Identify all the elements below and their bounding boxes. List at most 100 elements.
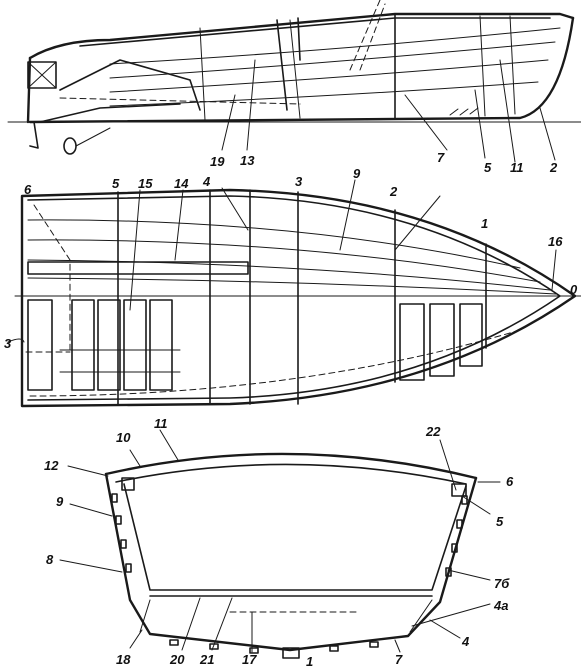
side-frame (479, 15, 486, 117)
plan-leader-3b (7, 338, 25, 343)
leader-4a (411, 603, 491, 627)
label-9-plan: 9 (353, 166, 361, 181)
prop-strut (75, 127, 111, 147)
leader-22 (439, 439, 457, 491)
label-3-left: 3 (4, 336, 12, 351)
plan-dashed (25, 204, 71, 353)
label-22: 22 (425, 424, 441, 439)
keel-hatch (449, 107, 479, 116)
label-10: 10 (116, 430, 131, 445)
label-6-section: 6 (506, 474, 514, 489)
leader-9 (69, 503, 113, 517)
leader-11 (159, 429, 179, 461)
plan-leader-9 (339, 179, 356, 251)
label-2-side: 2 (549, 160, 558, 175)
side-frame (509, 15, 516, 115)
engine-shaft (59, 59, 201, 111)
section-keel (282, 647, 300, 659)
plan-leader-19 (221, 187, 249, 231)
label-12: 12 (44, 458, 59, 473)
plan-panel (429, 303, 455, 377)
plan-panel (71, 299, 95, 391)
section-hull (104, 472, 478, 652)
side-hull-bottom (28, 16, 575, 124)
plan-leader-15 (129, 189, 141, 311)
section-bracket (139, 599, 433, 633)
leader-7b (447, 569, 491, 581)
side-plank (109, 81, 539, 107)
label-1-section: 1 (306, 654, 313, 669)
section-clamp (451, 483, 467, 497)
label-1-plan: 1 (481, 216, 488, 231)
leader-4 (429, 619, 461, 639)
section-view: 10 11 12 9 8 22 6 5 7б 4а 4 18 20 21 17 … (44, 416, 514, 669)
plan-plank (27, 239, 541, 283)
label-20: 20 (169, 652, 185, 667)
label-9-section: 9 (56, 494, 64, 509)
side-plank (109, 59, 549, 93)
plan-panel (123, 299, 147, 391)
leader-13 (246, 59, 256, 151)
section-stringers (111, 493, 468, 654)
label-2-plan: 2 (389, 184, 398, 199)
leader-5 (474, 89, 486, 159)
side-transom (26, 56, 32, 124)
leader-2 (539, 107, 556, 161)
label-17: 17 (242, 652, 257, 667)
side-windshield (349, 0, 386, 71)
plan-panel (399, 303, 425, 381)
label-4-plan: 4 (202, 174, 211, 189)
leader-21 (211, 597, 233, 651)
plan-plank (27, 277, 557, 295)
label-7-section: 7 (395, 652, 403, 667)
side-dashed (59, 97, 301, 105)
plan-leader-7 (394, 195, 441, 251)
label-7b: 7б (494, 576, 510, 591)
leader-19 (221, 94, 236, 151)
leader-5 (461, 495, 491, 515)
label-5-section: 5 (496, 514, 504, 529)
rudder (29, 121, 39, 149)
leader-20 (181, 597, 201, 651)
label-16: 16 (548, 234, 563, 249)
label-5-plan: 5 (112, 176, 120, 191)
plan-panel (27, 299, 53, 391)
label-8: 8 (46, 552, 54, 567)
plan-panel (459, 303, 483, 367)
leader-8 (59, 559, 123, 573)
side-frame (289, 19, 301, 119)
plan-view: 6 5 15 14 19 4 3 9 2 1 16 0 3 (4, 154, 581, 408)
section-deck-inner (115, 463, 467, 485)
leader-7 (404, 94, 448, 151)
label-4a: 4а (493, 598, 508, 613)
plan-plank (27, 259, 551, 291)
label-18: 18 (116, 652, 131, 667)
section-inner (123, 483, 467, 591)
engine-box-cross (27, 61, 57, 89)
label-14: 14 (174, 176, 189, 191)
propeller-icon (63, 137, 77, 155)
label-11-section: 11 (154, 416, 168, 431)
label-0: 0 (570, 282, 578, 297)
label-11-side: 11 (510, 160, 524, 175)
label-4-section: 4 (461, 634, 470, 649)
plan-panel (149, 299, 173, 391)
label-3-plan: 3 (295, 174, 303, 189)
label-7-side: 7 (437, 150, 445, 165)
label-6-plan: 6 (24, 182, 32, 197)
leader-12 (67, 465, 109, 477)
leader-10 (129, 449, 141, 467)
side-post (276, 19, 288, 111)
plan-seat (27, 261, 249, 275)
plan-leader-14 (174, 189, 184, 261)
label-5-side: 5 (484, 160, 492, 175)
leader-18 (129, 629, 143, 649)
leader-7 (394, 639, 401, 653)
leader-11 (499, 59, 516, 163)
side-frame (199, 27, 206, 121)
side-plank (109, 27, 561, 65)
label-19: 19 (210, 154, 225, 169)
plan-dashed-lower (29, 329, 521, 397)
plan-panel (97, 299, 121, 391)
